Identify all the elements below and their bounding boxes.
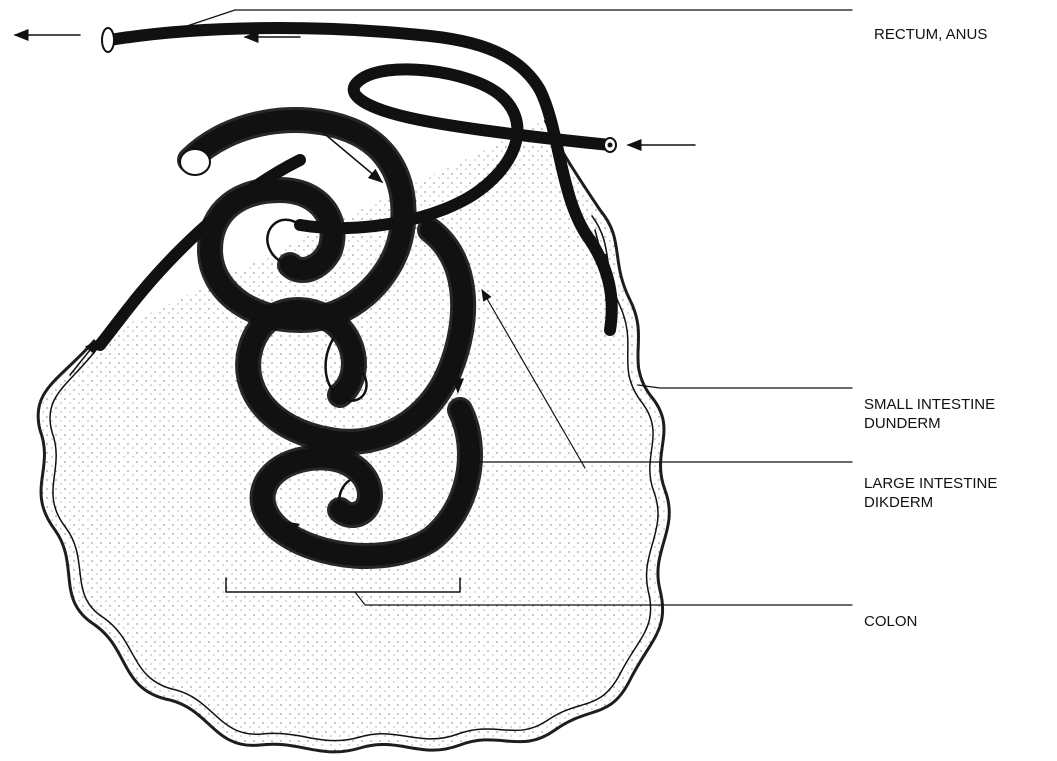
loop-flow-arrow <box>425 123 470 124</box>
large-intestine-label: LARGE INTESTINE DIKDERM <box>864 474 997 512</box>
small-intestine-leader <box>638 385 852 388</box>
small-intestine-text: SMALL INTESTINE <box>864 395 995 414</box>
small-intestine-sub-text: DUNDERM <box>864 414 995 433</box>
colon-label: COLON <box>864 612 917 631</box>
colon-text: COLON <box>864 612 917 631</box>
small-intestine-label: SMALL INTESTINE DUNDERM <box>864 395 995 433</box>
large-intestine-text: LARGE INTESTINE <box>864 474 997 493</box>
large-intestine-sub-text: DIKDERM <box>864 493 997 512</box>
rectum-anus-text: RECTUM, ANUS <box>874 25 987 44</box>
rectum-anus-label: RECTUM, ANUS <box>874 25 987 44</box>
